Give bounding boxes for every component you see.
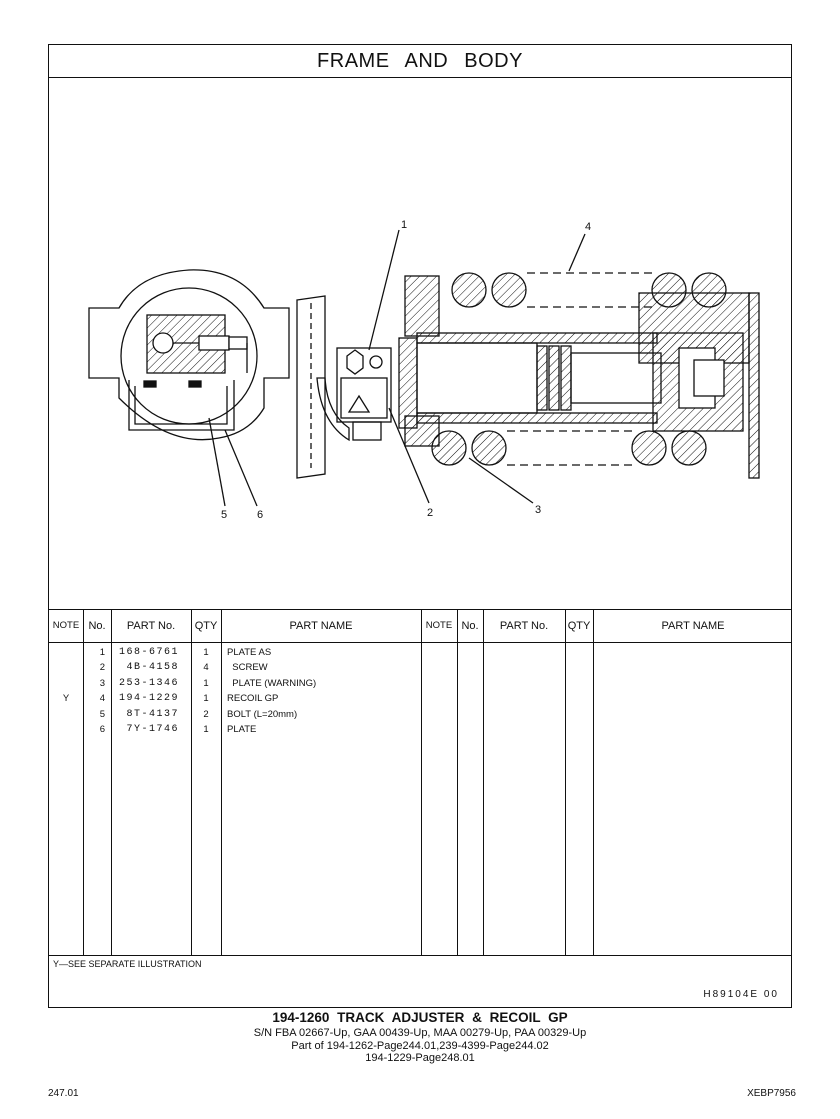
page-title: FRAME AND BODY (49, 45, 791, 78)
callout-2: 2 (427, 507, 433, 519)
part-of-line-1: Part of 194-1262-Page244.01,239-4399-Pag… (291, 1040, 549, 1052)
exploded-illustration: 1 4 2 3 5 6 (49, 78, 791, 608)
table-row: 1 168-6761 1 PLATE AS (99, 647, 272, 658)
table-row: 6 7Y-1746 1 PLATE (99, 724, 257, 735)
table-row: 5 8T-4137 2 BOLT (L=20mm) (99, 709, 298, 720)
header-part-name-2: PART NAME (661, 620, 725, 632)
header-note: NOTE (52, 620, 80, 631)
callout-3: 3 (535, 504, 541, 516)
callout-4: 4 (585, 221, 591, 233)
table-row: Y 4 194-1229 1 RECOIL GP (62, 693, 279, 704)
parts-sheet: FRAME AND BODY (48, 44, 792, 1008)
group-title: 194-1260 TRACK ADJUSTER & RECOIL GP (272, 1010, 568, 1025)
header-no: No. (88, 620, 106, 632)
track-adjuster-drawing: 1 4 2 3 5 6 (88, 219, 760, 521)
part-of-line-2: 194-1229-Page248.01 (365, 1052, 475, 1064)
header-qty: QTY (194, 620, 218, 632)
header-qty-2: QTY (567, 620, 591, 632)
header-note-2: NOTE (425, 620, 453, 631)
table-row: 2 4B-4158 4 SCREW (99, 662, 268, 673)
table-row: 3 253-1346 1 PLATE (WARNING) (99, 678, 317, 689)
header-part-name: PART NAME (289, 620, 353, 632)
callout-5: 5 (221, 509, 227, 521)
page-number: 247.01 (48, 1088, 79, 1099)
callout-6: 6 (257, 509, 263, 521)
header-no-2: No. (461, 620, 479, 632)
header-part-no: PART No. (126, 620, 176, 632)
parts-table: NOTE No. PART No. QTY PART NAME NOTE No.… (49, 609, 791, 956)
header-part-no-2: PART No. (499, 620, 549, 632)
document-code: XEBP7956 (747, 1088, 796, 1099)
illustration-code: H89104E 00 (703, 989, 779, 1000)
footnote: Y—SEE SEPARATE ILLUSTRATION (53, 959, 202, 969)
serial-numbers: S/N FBA 02667-Up, GAA 00439-Up, MAA 0027… (253, 1027, 587, 1039)
callout-1: 1 (401, 219, 407, 231)
